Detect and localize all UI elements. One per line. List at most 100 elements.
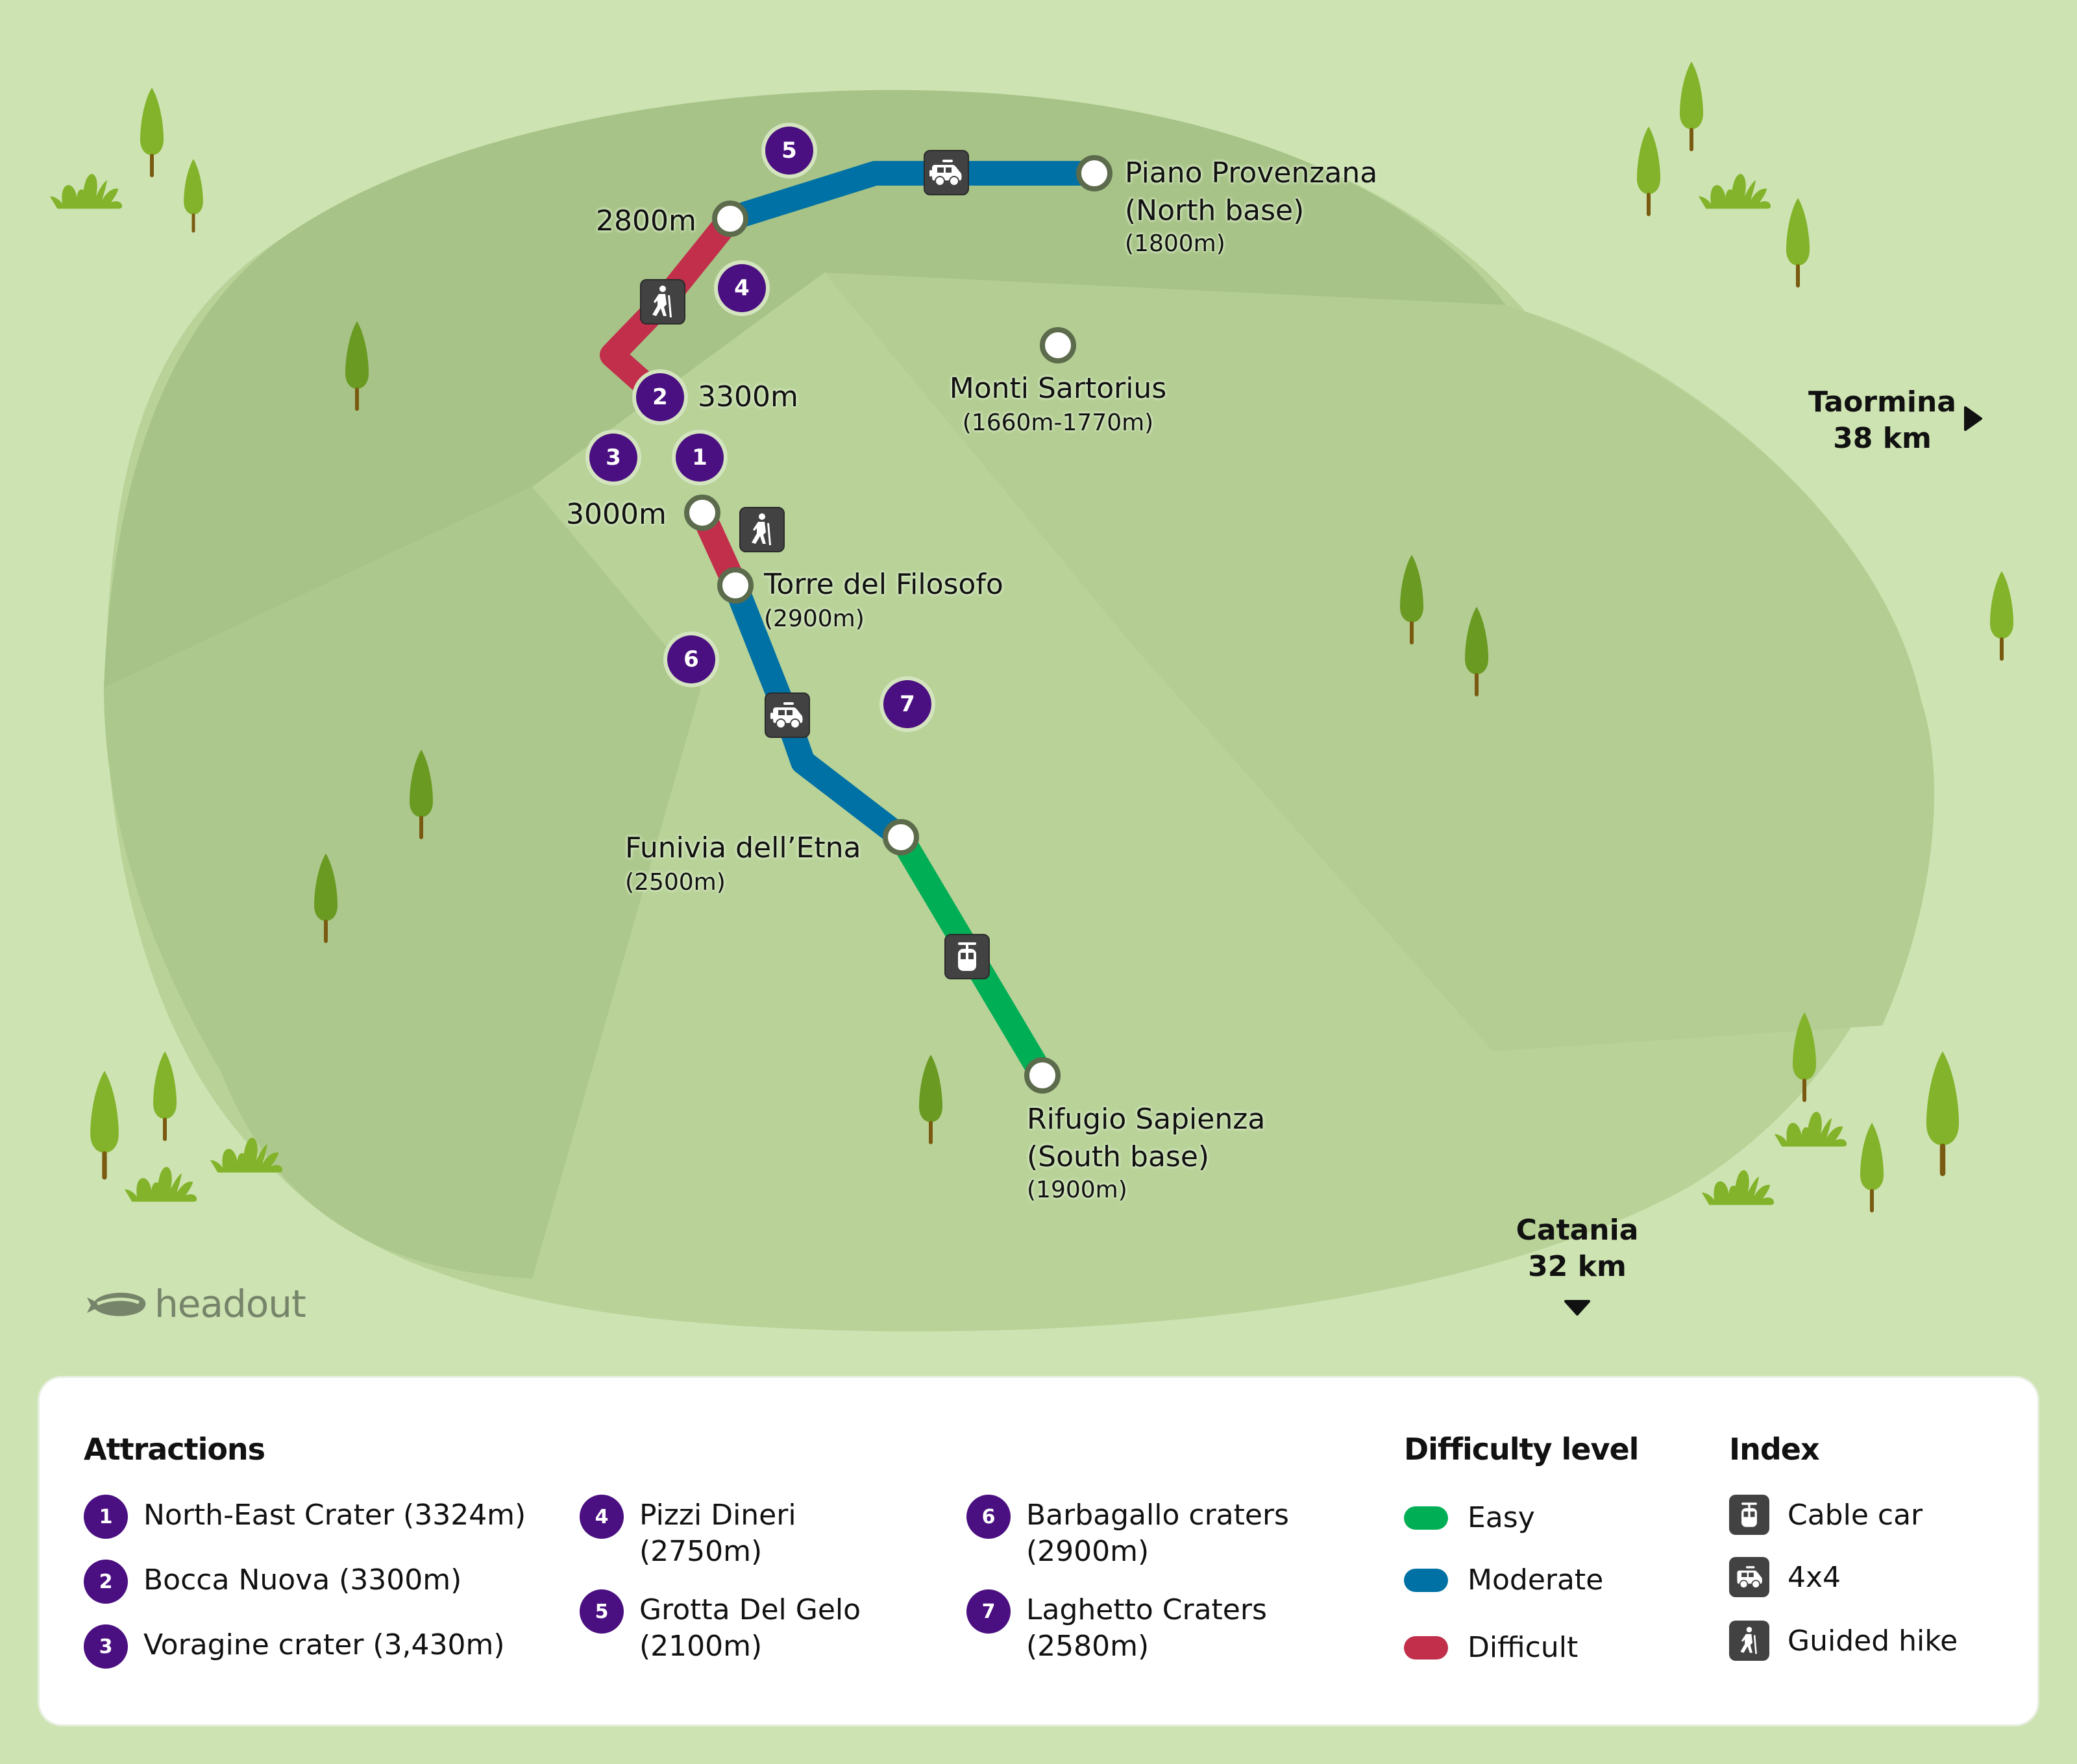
index-label: 4x4: [1788, 1560, 1841, 1594]
crater-marker-2[interactable]: 2: [636, 373, 684, 421]
crater-marker-7[interactable]: 7: [883, 680, 931, 728]
attraction-number: 5: [580, 1589, 624, 1634]
attraction-label: Pizzi Dineri(2750m): [639, 1499, 796, 1568]
easy-swatch: [1404, 1506, 1448, 1530]
tree-icon: [1680, 62, 1703, 151]
elevation-3300m: 3300m: [698, 380, 798, 413]
difficulty-label: Moderate: [1468, 1563, 1604, 1597]
volcano-summit: [104, 90, 1506, 688]
node-piano-provenzana: [1076, 155, 1112, 191]
4x4-car-icon: [770, 702, 803, 729]
attraction-item-1: 1 North-East Crater (3324m): [84, 1495, 526, 1539]
attraction-label: Voragine crater (3,430m): [143, 1628, 505, 1661]
tree-icon: [153, 1051, 177, 1141]
direction-place: Taormina: [1808, 386, 1956, 419]
brand-name: headout: [154, 1282, 306, 1326]
difficulty-moderate: Moderate: [1404, 1563, 1603, 1597]
bush-icon: [1698, 173, 1771, 209]
hike-icon-north: [640, 279, 685, 325]
station-elevation: (1900m): [1027, 1177, 1127, 1203]
station-subtitle: (North base): [1125, 194, 1305, 227]
difficult-swatch: [1404, 1635, 1448, 1660]
attraction-item-6: 6 Barbagallo craters(2900m): [966, 1495, 1289, 1570]
moderate-swatch: [1404, 1568, 1448, 1592]
label-torre-del-filosofo: Torre del Filosofo (2900m): [764, 566, 1003, 635]
hiker-icon: [752, 513, 771, 545]
attraction-label: Grotta Del Gelo(2100m): [639, 1593, 861, 1663]
headout-logo: headout: [83, 1282, 306, 1326]
label-piano-provenzana: Piano Provenzana (North base) (1800m): [1125, 154, 1377, 258]
index-cable-car: Cable car: [1729, 1495, 1923, 1535]
crater-marker-5[interactable]: 5: [765, 127, 813, 175]
index-guided-hike: Guided hike: [1729, 1621, 1958, 1661]
route-south-4x4: [723, 573, 913, 850]
difficulty-label: Easy: [1468, 1501, 1535, 1534]
attraction-number: 6: [966, 1495, 1011, 1539]
difficulty-easy: Easy: [1404, 1501, 1535, 1534]
tree-icon: [140, 88, 164, 177]
station-name: Torre del Filosofo: [764, 568, 1003, 601]
route-north-hike: [600, 206, 743, 410]
hiker-icon: [652, 286, 672, 317]
tree-icon: [1786, 198, 1810, 288]
node-2800m: [712, 201, 748, 237]
station-elevation: (2900m): [764, 606, 865, 632]
attraction-item-3: 3 Voragine crater (3,430m): [84, 1624, 505, 1669]
blimp-icon: [87, 1292, 146, 1316]
label-funivia: Funivia dell’Etna (2500m): [625, 829, 861, 898]
attraction-item-2: 2 Bocca Nuova (3300m): [84, 1560, 461, 1604]
volcano-east-flank: [824, 273, 1934, 1051]
tree-icon: [1637, 127, 1660, 216]
station-subtitle: (South base): [1027, 1140, 1210, 1173]
cable-car-icon: [958, 942, 976, 971]
node-monti-sartorius: [1040, 327, 1076, 363]
elevation-3000m: 3000m: [566, 498, 667, 531]
station-nodes: [684, 155, 1112, 1094]
attraction-item-7: 7 Laghetto Craters(2580m): [966, 1589, 1267, 1665]
crater-marker-4[interactable]: 4: [718, 264, 766, 312]
node-3000m: [684, 495, 720, 531]
attraction-number: 3: [84, 1624, 128, 1669]
attraction-number: 4: [580, 1495, 624, 1539]
tree-icon: [1926, 1051, 1960, 1177]
direction-catania: Catania 32 km: [1499, 1212, 1655, 1285]
cable-car-icon-south: [944, 934, 990, 979]
tree-icon: [184, 159, 203, 233]
difficulty-difficult: Difficult: [1404, 1631, 1578, 1664]
station-elevation: (2500m): [625, 869, 726, 896]
4x4-icon-north: [924, 150, 969, 195]
bush-icon: [1774, 1111, 1847, 1147]
index-label: Guided hike: [1788, 1624, 1958, 1658]
index-label: Cable car: [1788, 1498, 1923, 1532]
4x4-car-icon: [929, 160, 962, 186]
difficulty-label: Difficult: [1468, 1631, 1579, 1664]
crater-marker-3[interactable]: 3: [589, 434, 637, 482]
right-arrow-icon: [1964, 406, 1982, 431]
volcano-area: [104, 90, 1934, 1332]
direction-distance: 32 km: [1528, 1250, 1627, 1283]
attraction-number: 1: [84, 1495, 128, 1539]
bush-icon: [49, 173, 123, 209]
4x4-icon-south: [765, 692, 810, 738]
station-name: Funivia dell’Etna: [625, 831, 861, 864]
attraction-number: 2: [84, 1560, 128, 1604]
4x4-car-icon: [1729, 1557, 1769, 1597]
attraction-label: Laghetto Craters(2580m): [1026, 1593, 1267, 1663]
direction-place: Catania: [1516, 1214, 1639, 1247]
tree-icon: [90, 1071, 119, 1180]
volcano-west-flank: [104, 487, 701, 1279]
attraction-item-4: 4 Pizzi Dineri(2750m): [580, 1495, 796, 1570]
attractions-title: Attractions: [84, 1432, 265, 1467]
bush-icon: [1701, 1170, 1775, 1205]
crater-marker-1[interactable]: 1: [676, 434, 724, 482]
node-torre-del-filosofo: [717, 567, 754, 604]
attraction-item-5: 5 Grotta Del Gelo(2100m): [580, 1589, 861, 1665]
crater-marker-6[interactable]: 6: [667, 635, 715, 683]
node-funivia: [883, 819, 919, 855]
index-4x4: 4x4: [1729, 1557, 1841, 1597]
tree-icon: [1860, 1123, 1884, 1212]
elevation-2800m: 2800m: [596, 204, 696, 238]
station-elevation: (1800m): [1125, 230, 1225, 257]
station-name: Rifugio Sapienza: [1027, 1103, 1266, 1136]
